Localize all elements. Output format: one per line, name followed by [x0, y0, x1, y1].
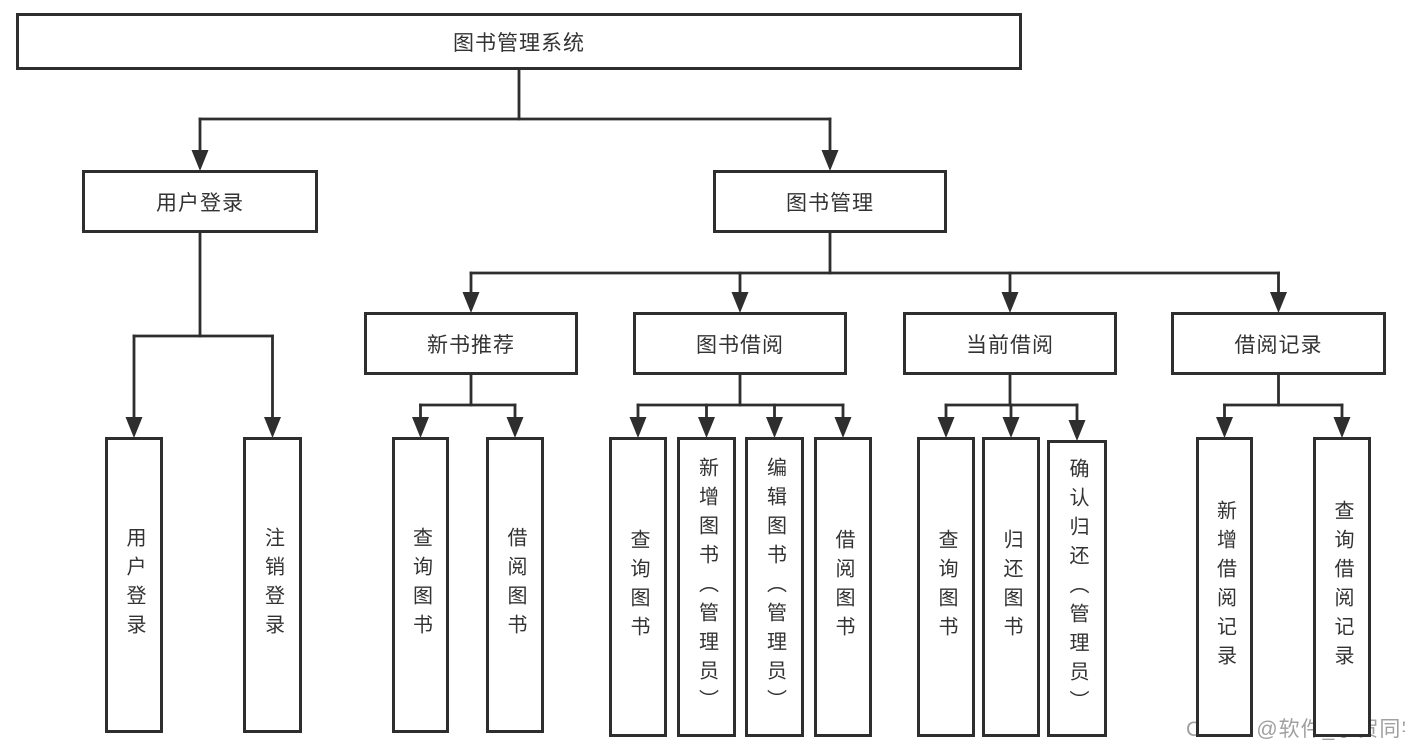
- node-label-borrow-book-2: 借阅图书: [832, 529, 854, 645]
- node-query-record: 查询借阅记录: [1313, 437, 1371, 737]
- node-label-add-record: 新增借阅记录: [1213, 500, 1236, 674]
- arrowhead-query-record: [1333, 417, 1351, 438]
- node-book-mgmt: 图书管理: [713, 170, 947, 233]
- node-label-book-mgmt: 图书管理: [786, 191, 874, 215]
- node-logout: 注销登录: [243, 437, 302, 733]
- node-label-new-rec: 新书推荐: [427, 333, 515, 357]
- arrowhead-query-book-2: [629, 417, 647, 438]
- node-borrow-book-2: 借阅图书: [814, 437, 872, 737]
- arrowhead-return-book: [1002, 417, 1020, 438]
- arrowhead-new-rec: [462, 292, 480, 313]
- arrowhead-add-record: [1216, 417, 1233, 438]
- arrowhead-confirm-return: [1068, 420, 1086, 441]
- node-label-book-borrow: 图书借阅: [696, 333, 784, 357]
- arrowhead-borrow-records: [1270, 292, 1287, 313]
- node-root: 图书管理系统: [16, 13, 1022, 70]
- arrowhead-borrow-book-1: [506, 417, 524, 438]
- node-label-current-borrow: 当前借阅: [966, 333, 1054, 357]
- node-book-borrow: 图书借阅: [633, 312, 847, 375]
- node-edit-book: 编辑图书（管理员）: [745, 437, 804, 737]
- arrowhead-query-book-3: [937, 417, 955, 438]
- node-login: 用户登录: [105, 437, 163, 733]
- node-label-user-login: 用户登录: [156, 191, 244, 215]
- node-query-book-2: 查询图书: [609, 437, 667, 737]
- node-current-borrow: 当前借阅: [903, 312, 1117, 375]
- arrowhead-login: [125, 417, 143, 438]
- arrowhead-edit-book: [766, 417, 783, 438]
- arrowhead-book-borrow: [731, 292, 749, 313]
- node-label-edit-book: 编辑图书（管理员）: [763, 456, 786, 718]
- node-label-borrow-records: 借阅记录: [1234, 333, 1323, 357]
- arrowhead-query-book-1: [412, 417, 429, 438]
- node-user-login: 用户登录: [82, 170, 318, 233]
- node-add-book: 新增图书（管理员）: [677, 437, 736, 737]
- arrowhead-borrow-book-2: [834, 417, 852, 438]
- arrowhead-book-mgmt: [821, 150, 839, 171]
- node-confirm-return: 确认归还（管理员）: [1047, 440, 1107, 737]
- arrowhead-logout: [264, 417, 281, 438]
- node-label-query-record: 查询借阅记录: [1331, 500, 1353, 674]
- arrowhead-add-book: [698, 417, 715, 438]
- node-label-logout: 注销登录: [261, 527, 284, 643]
- node-borrow-records: 借阅记录: [1171, 312, 1386, 375]
- node-label-query-book-3: 查询图书: [935, 529, 957, 645]
- node-new-rec: 新书推荐: [364, 312, 578, 375]
- node-label-confirm-return: 确认归还（管理员）: [1066, 458, 1088, 719]
- arrowhead-user-login: [191, 150, 209, 171]
- node-label-query-book-2: 查询图书: [627, 529, 649, 645]
- node-borrow-book-1: 借阅图书: [486, 437, 544, 733]
- node-return-book: 归还图书: [982, 437, 1040, 737]
- node-label-borrow-book-1: 借阅图书: [504, 527, 526, 643]
- node-label-add-book: 新增图书（管理员）: [695, 456, 718, 718]
- node-query-book-3: 查询图书: [917, 437, 975, 737]
- node-query-book-1: 查询图书: [392, 437, 449, 733]
- node-label-return-book: 归还图书: [1000, 529, 1022, 645]
- arrowhead-current-borrow: [1001, 292, 1019, 313]
- node-label-login: 用户登录: [123, 527, 145, 643]
- node-label-root: 图书管理系统: [453, 31, 585, 55]
- node-add-record: 新增借阅记录: [1196, 437, 1253, 737]
- node-label-query-book-1: 查询图书: [409, 527, 432, 643]
